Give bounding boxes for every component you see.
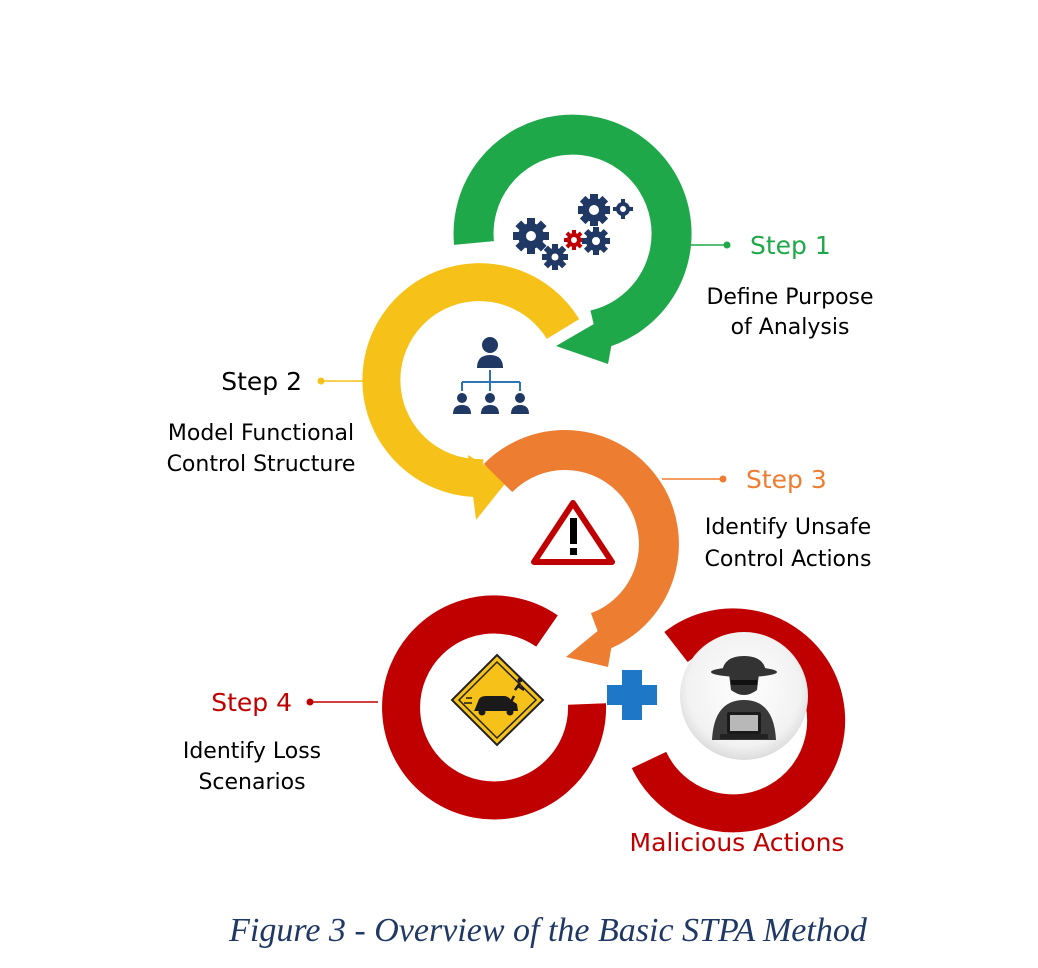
step3-connector	[662, 475, 727, 483]
road-hazard-icon	[450, 653, 545, 747]
plus-icon	[607, 670, 657, 720]
step1-ring	[453, 114, 692, 364]
malicious-ring	[631, 608, 846, 833]
hacker-icon	[680, 632, 808, 760]
step2-desc-line1: Model Functional	[168, 421, 354, 446]
step3-desc-line2: Control Actions	[705, 547, 872, 572]
step3-desc-line1: Identify Unsafe	[705, 515, 871, 540]
step1-label: Step 1	[750, 231, 831, 260]
step1-desc-line2: of Analysis	[731, 315, 850, 340]
step4-label: Step 4	[211, 688, 292, 717]
gears-icon	[513, 194, 633, 270]
step3-ring	[483, 430, 679, 667]
step2-desc-line2: Control Structure	[167, 452, 356, 477]
step2-label: Step 2	[221, 367, 302, 396]
figure-caption: Figure 3 - Overview of the Basic STPA Me…	[228, 912, 868, 949]
step3-label: Step 3	[746, 465, 827, 494]
step4-ring	[382, 595, 607, 820]
malicious-actions-label: Malicious Actions	[630, 828, 845, 857]
step1-desc-line1: Define Purpose	[706, 285, 873, 310]
step1-connector	[683, 241, 731, 249]
step4-desc-line1: Identify Loss	[183, 739, 321, 764]
step4-connector	[306, 698, 378, 706]
warning-triangle-icon	[531, 500, 615, 565]
org-chart-icon	[440, 326, 530, 424]
step4-desc-line2: Scenarios	[198, 770, 305, 795]
step2-connector	[317, 377, 380, 385]
step2-ring	[362, 263, 580, 520]
